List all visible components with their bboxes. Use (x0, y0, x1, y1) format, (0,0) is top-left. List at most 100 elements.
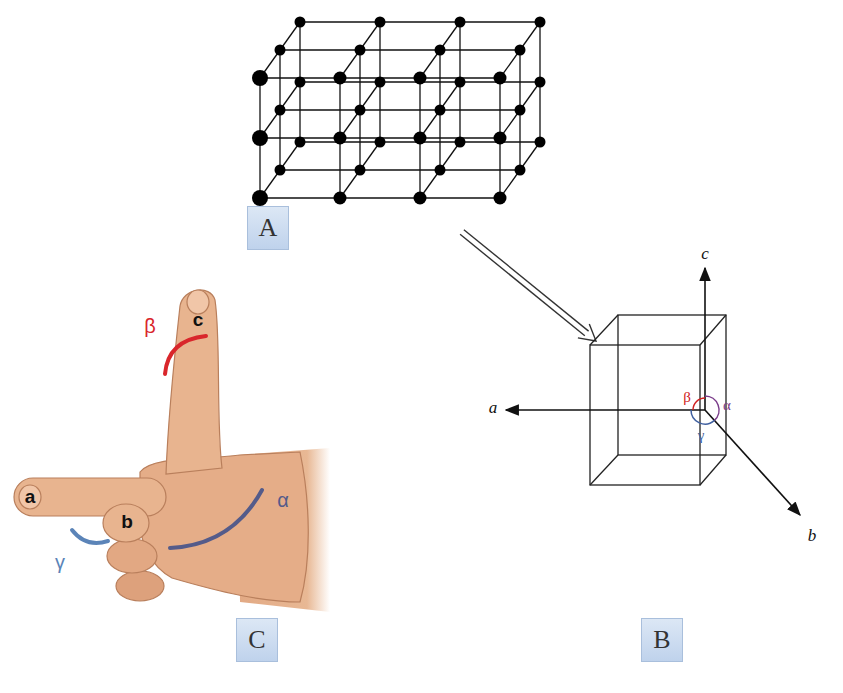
lattice-line (280, 49, 360, 50)
finger-label: c (193, 310, 204, 331)
lattice-point (435, 45, 446, 56)
figure-letter-box: C (236, 618, 278, 662)
lattice-line (339, 138, 340, 198)
axis-label: a (489, 399, 498, 418)
lattice-line (459, 82, 460, 142)
lattice-line (499, 78, 500, 138)
lattice-point (515, 105, 526, 116)
lattice-line (380, 21, 460, 22)
lattice-point (334, 132, 347, 145)
lattice-line (340, 197, 420, 198)
lattice-line (259, 78, 260, 138)
hand-photo (14, 290, 330, 612)
lattice-line (440, 169, 520, 170)
lattice-line (360, 169, 440, 170)
angle-label: α (723, 397, 731, 414)
lattice-point (295, 77, 306, 88)
figure-letter: B (653, 626, 670, 655)
lattice-line (440, 109, 520, 110)
figure-letter: C (248, 626, 265, 655)
figure-letter-box: B (641, 618, 683, 662)
angle-arcs (691, 396, 719, 424)
lattice-line (499, 138, 500, 198)
lattice-point (334, 192, 347, 205)
crystal-lattice (252, 17, 546, 207)
lattice-point (515, 165, 526, 176)
lattice-line (420, 197, 500, 198)
lattice-line (459, 22, 460, 82)
lattice-point (375, 77, 386, 88)
lattice-line (280, 169, 360, 170)
lattice-point (455, 17, 466, 28)
lattice-line (539, 82, 540, 142)
lattice-line (440, 49, 520, 50)
lattice-point (295, 137, 306, 148)
lattice-point (252, 70, 268, 86)
lattice-point (414, 132, 427, 145)
lattice-point (414, 192, 427, 205)
angle-label: α (277, 489, 289, 511)
lattice-point (435, 105, 446, 116)
angle-brackets (72, 336, 262, 548)
lattice-line (279, 50, 280, 110)
lattice-line (279, 110, 280, 170)
lattice-line (280, 109, 360, 110)
lattice-point (455, 137, 466, 148)
lattice-point (494, 132, 507, 145)
lattice-point (275, 45, 286, 56)
lattice-line (360, 49, 440, 50)
lattice-line (300, 21, 380, 22)
figure-letter: A (259, 214, 278, 243)
lattice-line (519, 110, 520, 170)
lattice-point (295, 17, 306, 28)
angle-label: β (144, 315, 156, 337)
lattice-point (275, 165, 286, 176)
lattice-point (375, 137, 386, 148)
lattice-line (299, 22, 300, 82)
lattice-line (379, 82, 380, 142)
lattice-line (299, 82, 300, 142)
lattice-line (419, 138, 420, 198)
lattice-line (419, 78, 420, 138)
lattice-point (252, 130, 268, 146)
angle-label: γ (55, 551, 65, 573)
lattice-line (359, 110, 360, 170)
lattice-point (535, 77, 546, 88)
lattice-point (355, 165, 366, 176)
lattice-point (375, 17, 386, 28)
lattice-point (275, 105, 286, 116)
lattice-line (259, 138, 260, 198)
lattice-line (379, 22, 380, 82)
lattice-line (339, 78, 340, 138)
lattice-point (494, 192, 507, 205)
axes (506, 268, 800, 515)
axis-label: c (701, 245, 709, 264)
lattice-point (535, 17, 546, 28)
lattice-line (539, 22, 540, 82)
lattice-line (260, 197, 340, 198)
lattice-line (360, 109, 440, 110)
lattice-point (252, 190, 268, 206)
lattice-point (455, 77, 466, 88)
lattice-line (439, 110, 440, 170)
lattice-line (439, 50, 440, 110)
transform-arrow (460, 230, 596, 341)
lattice-point (435, 165, 446, 176)
lattice-point (355, 105, 366, 116)
lattice-point (535, 137, 546, 148)
lattice-point (334, 72, 347, 85)
angle-label: β (683, 389, 691, 406)
lattice-line (359, 50, 360, 110)
finger-label: b (121, 512, 133, 533)
lattice-line (460, 21, 540, 22)
lattice-point (515, 45, 526, 56)
lattice-point (494, 72, 507, 85)
angle-label: γ (698, 427, 705, 444)
lattice-point (355, 45, 366, 56)
finger-label: a (25, 487, 36, 508)
axis-label: b (808, 527, 817, 546)
lattice-point (414, 72, 427, 85)
lattice-line (519, 50, 520, 110)
